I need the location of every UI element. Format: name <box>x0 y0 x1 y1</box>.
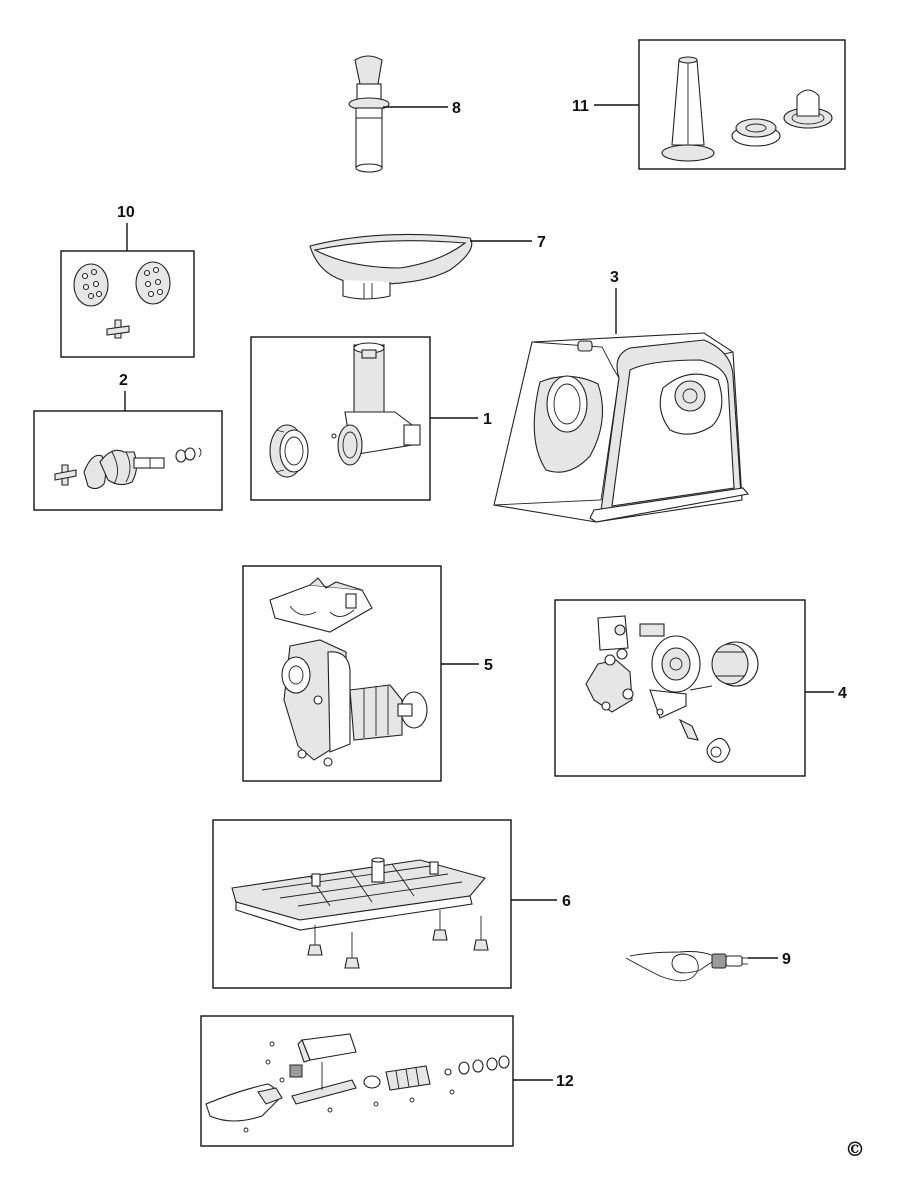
callout-5: 5 <box>484 657 493 674</box>
part-2-auger-and-cutter <box>54 447 202 490</box>
copyright-mark: © <box>845 1137 865 1161</box>
callout-1: 1 <box>483 411 492 428</box>
box-12 <box>200 1015 514 1147</box>
callout-10: 10 <box>117 204 135 221</box>
part-3-motor-housing <box>493 332 750 523</box>
part-10-plates-and-cutter <box>73 261 171 339</box>
box-5 <box>242 565 442 782</box>
box-4 <box>554 599 806 777</box>
callout-11: 11 <box>572 98 589 115</box>
part-9-power-cord <box>625 951 748 982</box>
callout-9: 9 <box>782 951 791 968</box>
part-11-sausage-attachment <box>661 56 833 162</box>
callout-8: 8 <box>452 100 461 117</box>
part-7-food-tray <box>309 233 473 300</box>
part-4-switch-assembly <box>585 615 759 763</box>
callout-2: 2 <box>119 372 128 389</box>
box-2 <box>33 410 223 511</box>
callout-7: 7 <box>537 234 546 251</box>
part-6-base-plate <box>231 857 489 969</box>
callout-3: 3 <box>610 269 619 286</box>
part-5-motor-gearbox <box>269 577 428 767</box>
callout-6: 6 <box>562 893 571 910</box>
box-10 <box>60 250 195 358</box>
part-12-accessory-set <box>205 1033 510 1133</box>
callout-12: 12 <box>556 1073 574 1090</box>
part-1-grinder-head <box>269 342 421 478</box>
callout-4: 4 <box>838 685 847 702</box>
part-8-food-pusher <box>348 55 390 173</box>
box-6 <box>212 819 512 989</box>
